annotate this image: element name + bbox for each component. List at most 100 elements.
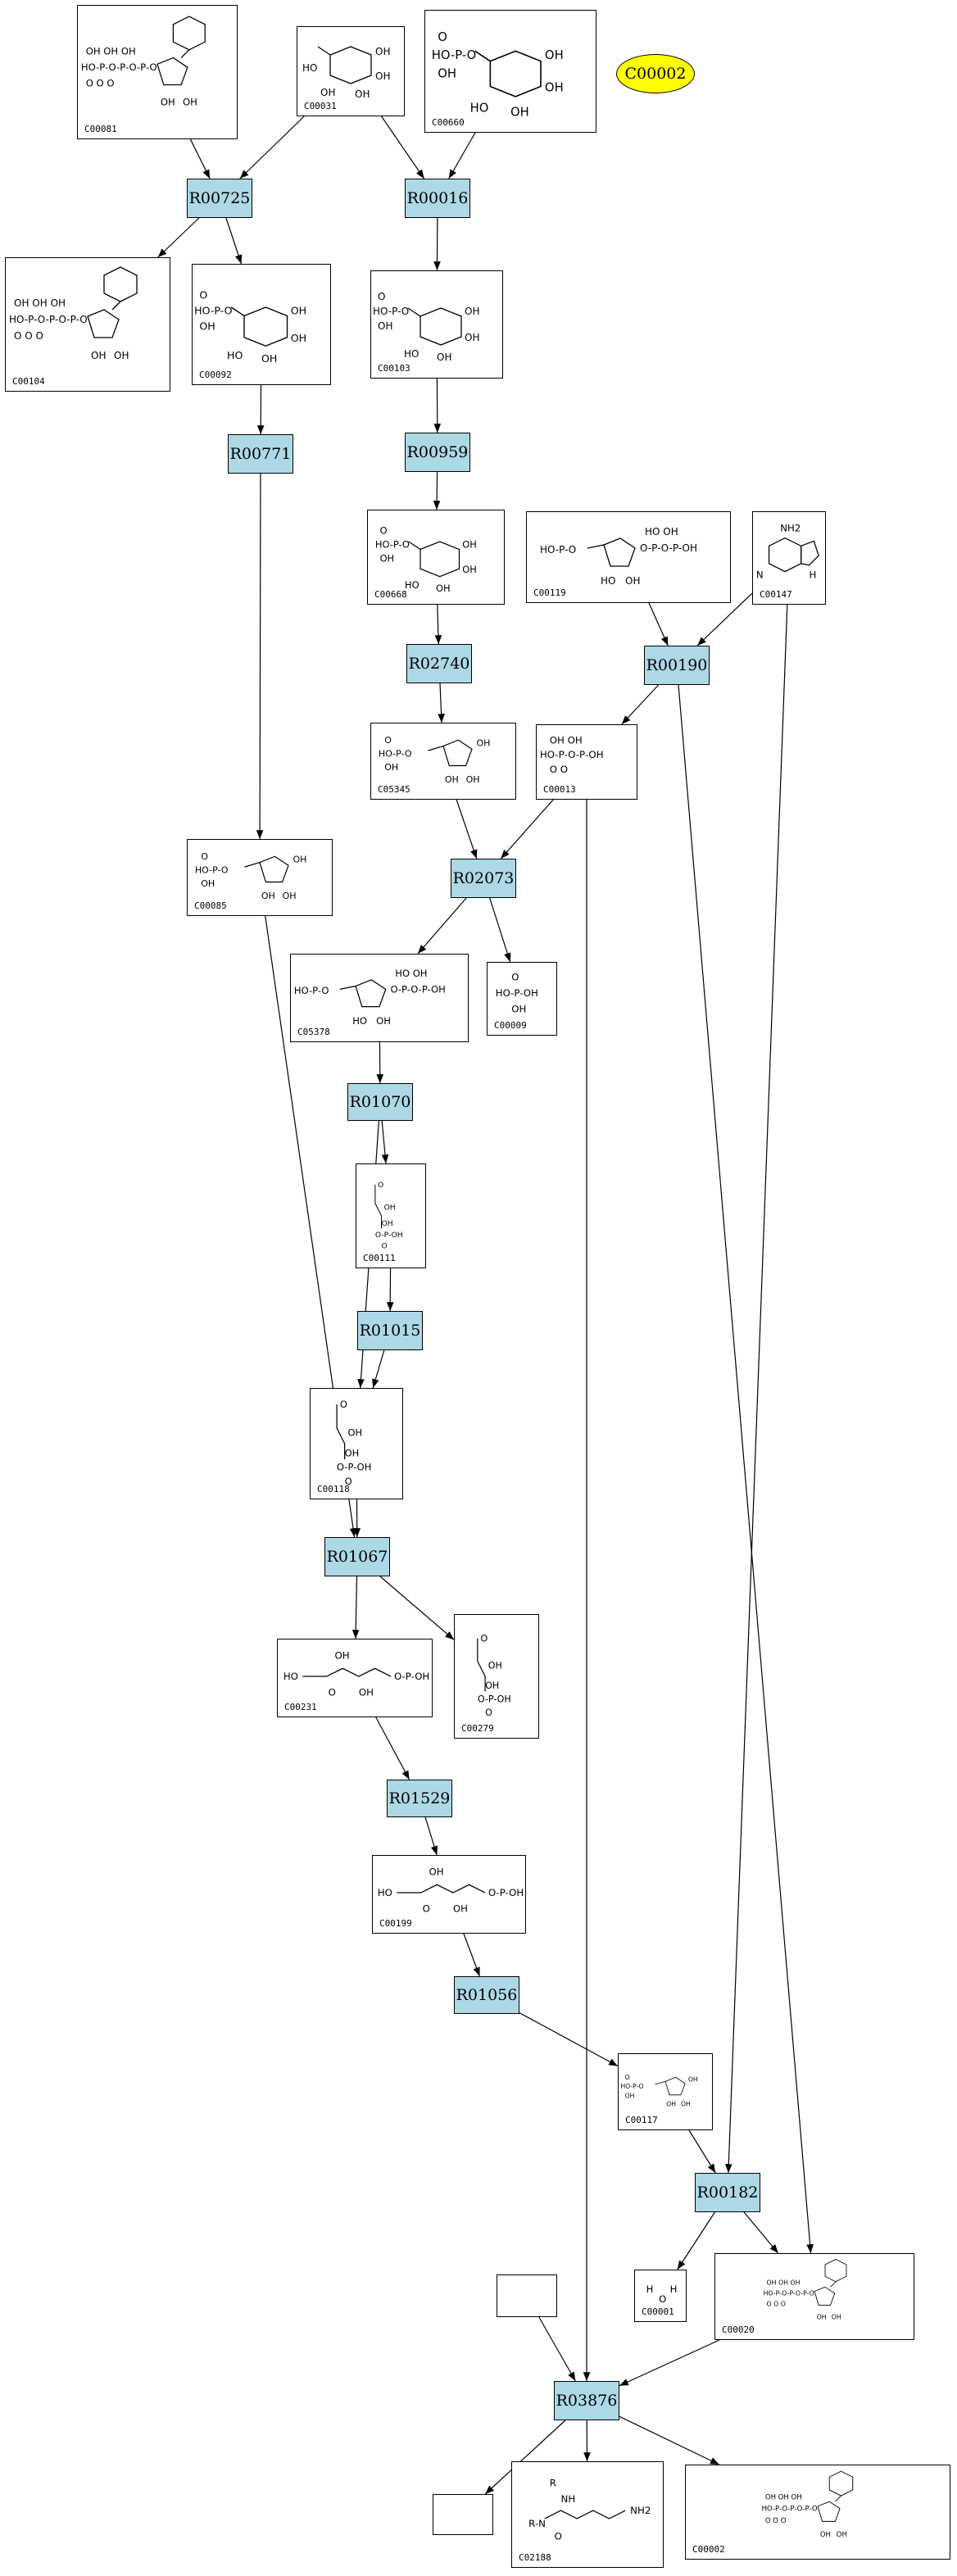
svg-text:HO OH: HO OH <box>395 968 427 979</box>
svg-text:OH: OH <box>837 2531 847 2539</box>
edge-r00190-to-c00020 <box>678 684 814 2254</box>
svg-text:O: O <box>329 1687 336 1698</box>
svg-text:HO: HO <box>302 62 317 74</box>
svg-text:OH: OH <box>437 351 451 363</box>
svg-text:HO: HO <box>283 1671 298 1682</box>
reaction-r01070[interactable]: R01070 <box>347 1083 413 1121</box>
edge-c00119-to-r00190 <box>648 602 669 646</box>
reaction-r01015[interactable]: R01015 <box>357 1311 423 1350</box>
svg-text:O-P-OH: O-P-OH <box>394 1671 429 1682</box>
svg-text:OH: OH <box>283 891 297 901</box>
edge-c00199-to-r01056 <box>463 1933 480 1977</box>
compound-id-label: C00002 <box>692 2544 725 2555</box>
svg-text:O O O: O O O <box>765 2517 787 2525</box>
reaction-label: R01529 <box>388 1789 451 1807</box>
reaction-r02073[interactable]: R02073 <box>451 859 516 898</box>
svg-text:OH: OH <box>380 553 395 565</box>
reaction-r00771[interactable]: R00771 <box>228 434 293 474</box>
svg-text:HO-P-O-P-O-P-O: HO-P-O-P-O-P-O <box>9 314 88 325</box>
reaction-r00182[interactable]: R00182 <box>695 2173 760 2212</box>
edge-r01529-to-c00199 <box>424 1816 438 1856</box>
svg-text:OH: OH <box>832 2313 841 2320</box>
svg-text:R: R <box>550 2478 556 2489</box>
reaction-r00725[interactable]: R00725 <box>187 179 252 218</box>
svg-text:OH: OH <box>384 1203 396 1212</box>
compound-id-label: C00013 <box>543 784 576 795</box>
reaction-label: R03876 <box>556 2392 618 2410</box>
reaction-r00016[interactable]: R00016 <box>405 179 470 218</box>
reaction-label: R00016 <box>406 189 469 207</box>
compound-id-label: C00118 <box>317 1484 350 1494</box>
svg-text:O-P-OH: O-P-OH <box>488 1887 524 1898</box>
reaction-r00190[interactable]: R00190 <box>644 646 710 685</box>
svg-text:OH: OH <box>485 1680 499 1691</box>
edge-c00147-to-r00190 <box>696 592 753 646</box>
svg-text:O: O <box>485 1708 492 1718</box>
svg-text:HO-P-OH: HO-P-OH <box>496 987 538 999</box>
reaction-label: R02073 <box>452 869 515 887</box>
compound-id-label: C00279 <box>461 1723 494 1734</box>
reaction-label: R00959 <box>406 443 469 461</box>
svg-text:O: O <box>423 1903 430 1915</box>
compound-id-label: C00009 <box>494 1020 527 1031</box>
compound-blank[interactable] <box>433 2494 493 2535</box>
svg-text:HO-P-O: HO-P-O <box>194 304 232 316</box>
svg-text:O-P-OH: O-P-OH <box>478 1694 511 1705</box>
reaction-r01056[interactable]: R01056 <box>454 1976 519 2014</box>
svg-text:OH OH: OH OH <box>550 734 583 746</box>
reaction-r01529[interactable]: R01529 <box>387 1780 452 1817</box>
compound-id-label: C00147 <box>760 589 792 600</box>
svg-text:NH: NH <box>561 2493 576 2505</box>
reaction-r02740[interactable]: R02740 <box>406 644 472 683</box>
svg-text:NH2: NH2 <box>630 2505 651 2516</box>
svg-text:OH: OH <box>820 2531 831 2539</box>
svg-text:OH: OH <box>465 332 479 343</box>
svg-text:H: H <box>670 2283 678 2295</box>
svg-text:OH: OH <box>625 575 640 587</box>
compound-id-label: C00117 <box>625 2115 658 2125</box>
reaction-r00959[interactable]: R00959 <box>405 433 470 472</box>
reaction-r03876[interactable]: R03876 <box>554 2381 619 2420</box>
compound-blank[interactable] <box>497 2274 557 2317</box>
compound-id-label: C00020 <box>722 2324 755 2335</box>
svg-text:OH: OH <box>293 855 306 865</box>
reaction-r01067[interactable]: R01067 <box>324 1537 390 1576</box>
svg-text:OH: OH <box>375 70 390 82</box>
highlighted-compound-c00002[interactable]: C00002 <box>616 54 695 93</box>
svg-text:OH: OH <box>462 564 477 575</box>
